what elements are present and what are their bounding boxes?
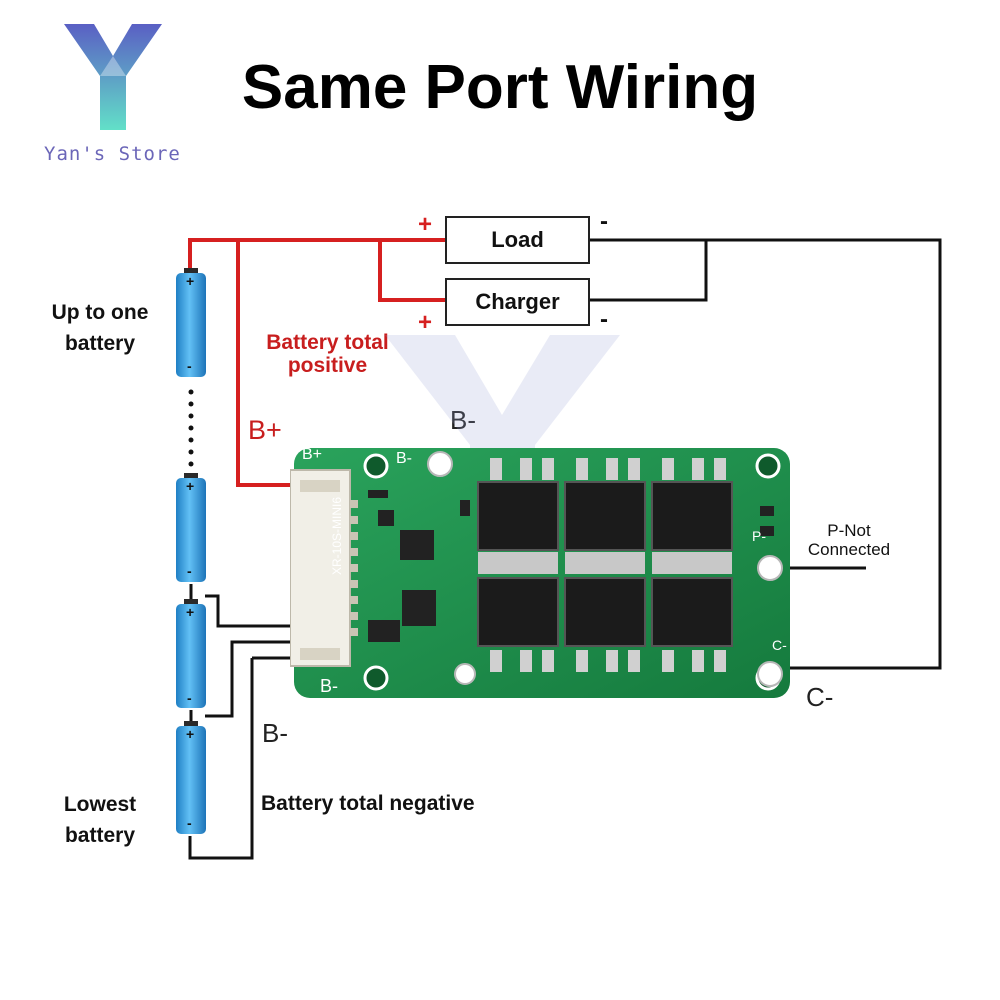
cell-plus-1: + [186,273,195,289]
battery-cell-lowest [176,721,206,834]
load-plus-sign: + [418,211,433,238]
cell-minus-3: - [187,690,192,706]
cell-minus-2: - [187,563,192,579]
store-name: Yan's Store [44,143,181,165]
load-minus-sign: - [600,208,608,235]
board-pad-b-plus: B+ [302,446,323,463]
cell-continuation-dots [188,389,194,467]
battery-cell-top [176,268,206,377]
charger-plus-sign: + [418,309,433,336]
watermark-logo-icon [385,335,620,535]
b-minus-top-label: B- [450,405,476,435]
c-minus-label: C- [806,682,834,712]
board-silkscreen-model: XR-10S-MINI6 [330,496,344,575]
charger-box: Charger [445,278,590,326]
board-pad-p: P- [752,528,766,544]
p-not-connected-label: P-Not Connected [807,521,891,559]
load-box: Load [445,216,590,264]
board-pad-b-minus-top: B- [396,450,412,467]
cell-plus-4: + [186,726,195,742]
battery-total-negative-label: Battery total negative [261,792,475,815]
store-logo-icon [64,24,162,130]
positive-wires [188,238,445,487]
cell-minus-1: - [187,358,192,374]
board-pad-b-minus-bottom: B- [320,676,338,696]
b-minus-side-label: B- [262,718,288,748]
cell-plus-2: + [186,478,195,494]
battery-cell-middle [176,599,206,708]
battery-cell-upper [176,473,206,582]
lowest-battery-label: Lowest battery [63,793,137,847]
bms-board [290,448,790,698]
charger-minus-sign: - [600,306,608,333]
battery-cells [176,268,206,834]
cell-plus-3: + [186,604,195,620]
battery-total-positive-label: Battery total positive [266,331,389,377]
up-to-one-battery-label: Up to one battery [51,301,149,355]
page-title: Same Port Wiring [241,53,759,122]
board-pad-c: C- [772,637,787,653]
negative-wires [188,238,942,860]
b-plus-label: B+ [248,415,282,445]
cell-minus-4: - [187,815,192,831]
